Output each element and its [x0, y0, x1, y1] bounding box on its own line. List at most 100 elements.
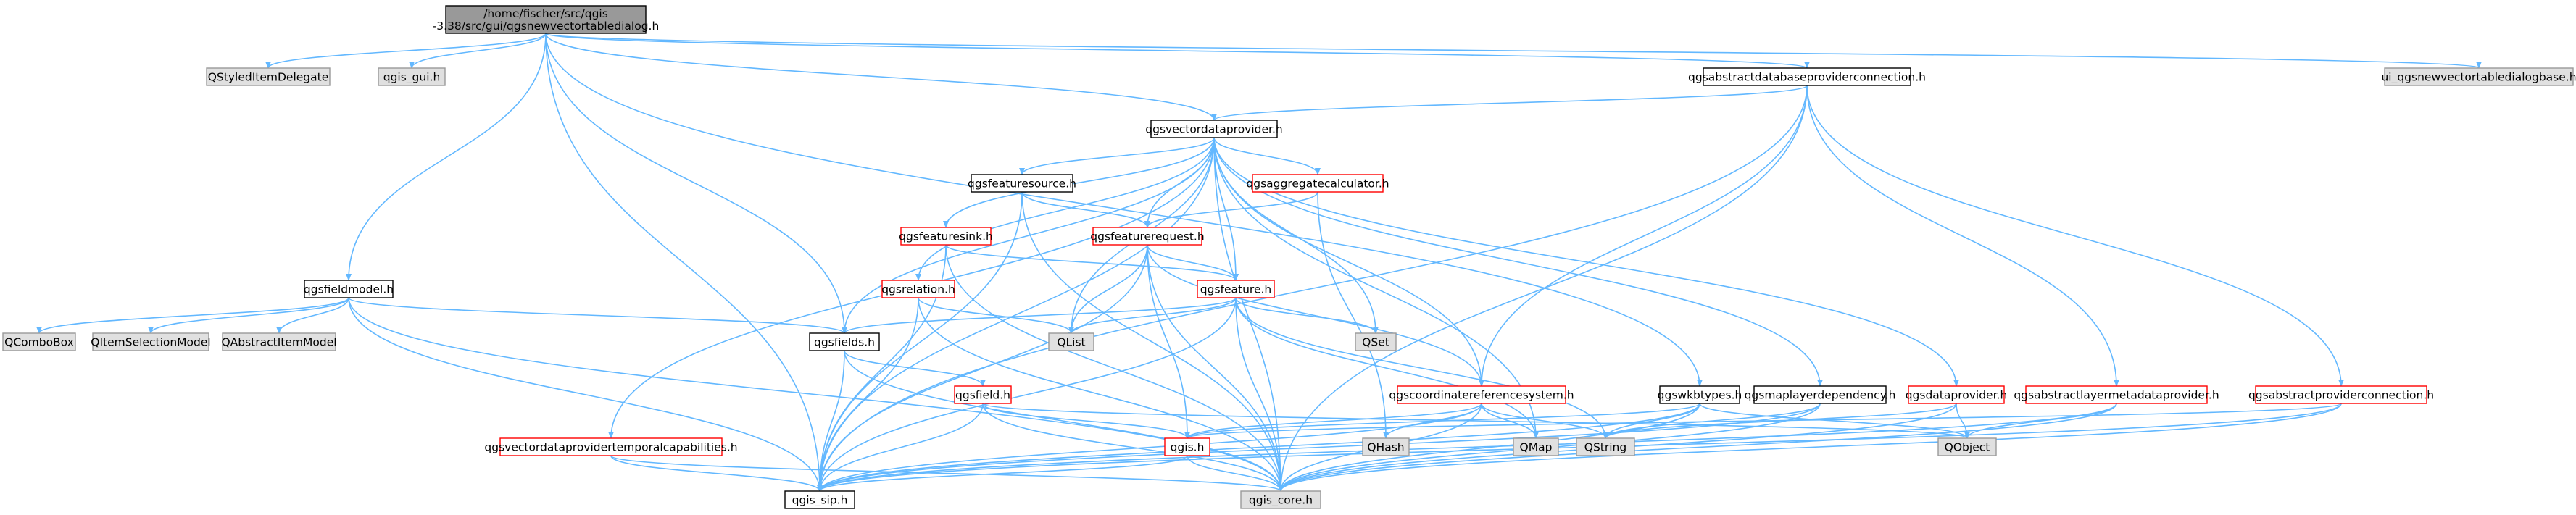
edge-qgsvectordataprovider-to-qgsaggregatecalculator [1213, 137, 1321, 175]
edge-qgscoordinatereferencesystem-to-qstring [1481, 403, 1608, 439]
node-root[interactable]: /home/fischer/src/qgis-3.38/src/gui/qgsn… [433, 5, 660, 34]
node-box [1753, 385, 1887, 404]
node-qgsfieldmodel[interactable]: qgsfieldmodel.h [304, 280, 394, 298]
edge-qgsabstractlayermetadataprovider-to-qgis_sip [817, 403, 2117, 492]
node-qgsfeaturerequest[interactable]: qgsfeaturerequest.h [1090, 227, 1205, 246]
node-label: qgsaggregatecalculator.h [1246, 177, 1389, 190]
node-label: qgis_gui.h [383, 71, 441, 85]
node-box [1164, 437, 1210, 456]
node-qset: QSet [1355, 332, 1397, 351]
node-qgsfeaturesource[interactable]: qgsfeaturesource.h [968, 174, 1076, 193]
node-label: qgsabstractproviderconnection.h [2248, 389, 2434, 402]
edge-qgscoordinatereferencesystem-to-qmap [1481, 403, 1539, 439]
edge-qgsaggregatecalculator-to-qgsfeaturerequest [1144, 191, 1318, 228]
node-qgswkbtypes[interactable]: qgswkbtypes.h [1658, 385, 1742, 404]
node-label: ui_qgsnewvectortabledialogbase.h [2381, 71, 2576, 85]
node-label: QAbstractItemModel [221, 336, 336, 349]
node-qgsmaplayerdependency[interactable]: qgsmaplayerdependency.h [1745, 385, 1896, 404]
node-qgsabstractproviderconnection[interactable]: qgsabstractproviderconnection.h [2248, 385, 2434, 404]
edges-layer [36, 33, 2481, 492]
node-label: QHash [1367, 441, 1404, 454]
node-qgsabstractdatabaseproviderconnection[interactable]: qgsabstractdatabaseproviderconnection.h [1688, 67, 1926, 86]
node-box [1397, 385, 1566, 404]
node-label: qgsfeaturerequest.h [1090, 230, 1204, 243]
node-box [1659, 385, 1740, 404]
node-box [222, 332, 336, 351]
node-label: qgis.h [1171, 441, 1205, 454]
edge-qgsaggregatecalculator-to-qhash [1317, 191, 1389, 439]
edge-qgsrelation-to-qlist [918, 297, 1074, 334]
edge-qgis-to-qgis_core [1187, 455, 1284, 492]
node-qitemselectionmodel: QItemSelectionModel [91, 332, 211, 351]
node-qgsfield[interactable]: qgsfield.h [954, 385, 1012, 404]
node-qgsfeature[interactable]: qgsfeature.h [1197, 280, 1275, 298]
edge-qgsfeature-to-qgis_core [1235, 297, 1284, 492]
edge-root-to-qgsabstractdatabaseproviderconnection [545, 33, 1810, 69]
edge-qgsfeature-to-qgsfields [842, 297, 1237, 334]
node-qgsrelation[interactable]: qgsrelation.h [881, 280, 955, 298]
node-label: qgsvectordataprovidertemporalcapabilitie… [484, 441, 737, 454]
edge-qgsabstractdatabaseproviderconnection-to-qgis_core [1278, 85, 1808, 492]
node-qgsvectordataprovidertemporalcapabilities[interactable]: qgsvectordataprovidertemporalcapabilitie… [484, 437, 738, 456]
node-label: QItemSelectionModel [91, 336, 210, 349]
node-box [304, 280, 394, 298]
node-qgsvectordataprovider[interactable]: qgsvectordataprovider.h [1145, 120, 1283, 138]
node-label: qgscoordinatereferencesystem.h [1389, 389, 1574, 402]
node-label: QStyledItemDelegate [208, 71, 329, 84]
node-qgsdataprovider[interactable]: qgsdataprovider.h [1906, 385, 2008, 404]
node-box [1908, 385, 2005, 404]
node-qobject: QObject [1937, 437, 1997, 456]
edge-qgsvectordataprovidertemporalcapabilities-to-qgis_core [610, 455, 1284, 492]
node-box [1150, 120, 1278, 138]
edge-qgsfield-to-qgis_core [982, 403, 1284, 492]
edge-qgsfield-to-qobject [982, 403, 1970, 439]
node-qgsaggregatecalculator[interactable]: qgsaggregatecalculator.h [1246, 174, 1389, 193]
node-qgis_sip[interactable]: qgis_sip.h [784, 490, 855, 509]
edge-qgscoordinatereferencesystem-to-qgis_sip [817, 403, 1482, 492]
edge-qgsfeature-to-qlist [1068, 297, 1237, 334]
node-label: qgsabstractdatabaseproviderconnection.h [1688, 71, 1926, 84]
edge-qgsvectordataprovidertemporalcapabilities-to-qgis_sip [610, 455, 823, 492]
edge-qgsfeaturerequest-to-qgis_sip [817, 244, 1148, 492]
node-qabstractitemmodel: QAbstractItemModel [221, 332, 337, 351]
node-box [1513, 437, 1559, 456]
edge-qgsabstractproviderconnection-to-qgis_core [1278, 403, 2342, 492]
edge-qgsfield-to-qgis_sip [817, 403, 984, 492]
node-label: QList [1057, 336, 1085, 349]
edge-root-to-qgsvectordataprovider [545, 33, 1217, 121]
edge-qgsfieldmodel-to-qgis_core [348, 297, 1284, 492]
edge-qgsvectordataprovider-to-qgis_core [1213, 137, 1284, 492]
edge-qgsvectordataprovider-to-qgsfields [842, 137, 1215, 334]
node-box [1252, 174, 1384, 193]
node-box [499, 437, 723, 456]
node-label: QMap [1520, 441, 1553, 454]
node-ui_qgsnewvectortabledialogbase: ui_qgsnewvectortabledialogbase.h [2381, 67, 2576, 86]
node-box [1703, 67, 1911, 86]
edge-qgsfeaturerequest-to-qlist [1068, 244, 1148, 334]
node-label: QObject [1945, 441, 1990, 454]
node-label: qgsvectordataprovider.h [1145, 123, 1282, 136]
edge-qgsvectordataprovider-to-qgsmaplayerdependency [1213, 137, 1823, 387]
node-label: qgsfeature.h [1200, 283, 1271, 296]
node-label: qgis_core.h [1249, 494, 1313, 508]
edge-qgsfeaturerequest-to-qgscoordinatereferencesystem [1147, 244, 1484, 387]
node-qgscoordinatereferencesystem[interactable]: qgscoordinatereferencesystem.h [1389, 385, 1574, 404]
node-box [971, 174, 1073, 193]
node-label: qgsfeaturesink.h [899, 230, 993, 243]
edge-qgsvectordataprovider-to-qmap [1213, 137, 1539, 439]
node-qgis[interactable]: qgis.h [1164, 437, 1210, 456]
edge-root-to-qgsfields [545, 33, 847, 334]
edge-qgsfeaturesource-to-qgsfeaturerequest [1021, 191, 1150, 228]
edge-qgswkbtypes-to-qgis [1184, 403, 1700, 439]
edge-qgsfield-to-qgis [982, 403, 1190, 439]
edge-root-to-qgsfieldmodel [346, 33, 547, 281]
node-label: qgswkbtypes.h [1658, 389, 1742, 402]
edge-qgswkbtypes-to-qgis_core [1278, 403, 1700, 492]
node-qgsfields[interactable]: qgsfields.h [809, 332, 880, 351]
node-box [1197, 280, 1275, 298]
node-qgsabstractlayermetadataprovider[interactable]: qgsabstractlayermetadataprovider.h [2014, 385, 2219, 404]
edge-qgsfieldmodel-to-qabstractitemmodel [276, 297, 349, 334]
node-qhash: QHash [1362, 437, 1410, 456]
node-qgsfeaturesink[interactable]: qgsfeaturesink.h [899, 227, 993, 246]
